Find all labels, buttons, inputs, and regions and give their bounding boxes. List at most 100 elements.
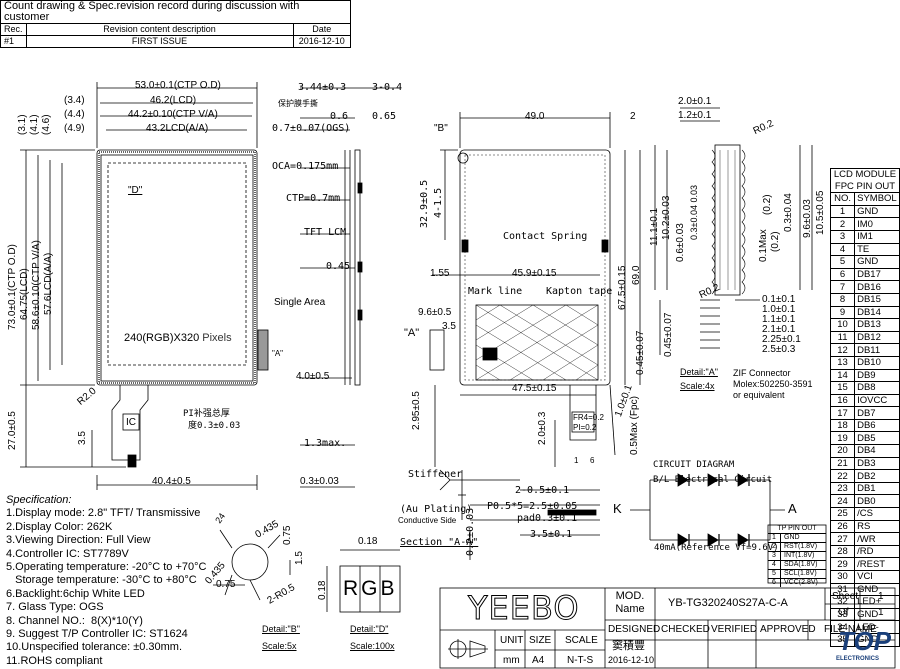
tp-pin-symbol: VCC(2.8V) bbox=[784, 579, 818, 586]
pin-number: 25 bbox=[829, 507, 856, 521]
tp-pin-symbol: RST(1.8V) bbox=[784, 543, 818, 550]
pin-number: 21 bbox=[829, 456, 856, 471]
spec-line: 10.Unspecified tolerance: ±0.30mm. bbox=[6, 641, 183, 654]
spec-line: 8. Channel NO.: 8(X)*10(Y) bbox=[6, 614, 143, 627]
pin-table-title-2: FPC PIN OUT bbox=[830, 180, 900, 194]
tp-pin-number: 6 bbox=[768, 579, 781, 587]
dim-side-0-65: 0.65 bbox=[372, 111, 397, 122]
detail-a-dim-2-5: 2.5±0.3 bbox=[762, 344, 796, 355]
kapton-tape bbox=[475, 304, 599, 381]
fpc-dim-pitch: 2-0.5±0.1 bbox=[515, 485, 570, 496]
pin-number: 17 bbox=[829, 406, 856, 420]
detail-a-scale: Scale:4x bbox=[680, 381, 715, 391]
designed-label: DESIGNED bbox=[608, 624, 661, 635]
file-name-label: FILE NAME bbox=[824, 624, 877, 635]
design-date: 2016-12-10 bbox=[608, 655, 655, 665]
detail-d-dim-height: 0.18 bbox=[317, 580, 328, 600]
pin-symbol: DB9 bbox=[854, 368, 900, 383]
pin-symbol: GND bbox=[854, 632, 900, 647]
hatch-border bbox=[98, 151, 256, 384]
back-fpc bbox=[569, 385, 597, 441]
dim-side-3-0-4: 3-0.4 bbox=[372, 82, 403, 93]
detail-b-label: Detail:"B" bbox=[262, 624, 300, 634]
dim-ctp-od-width: 53.0±0.1(CTP O.D) bbox=[135, 80, 221, 91]
unit-value: mm bbox=[503, 655, 520, 666]
size-value: A4 bbox=[532, 655, 545, 666]
detail-a-dim-11-1: 11.1±0.1 bbox=[649, 207, 660, 246]
watermark-logo: TOP bbox=[838, 626, 891, 656]
tp-pin-symbol: GND bbox=[784, 534, 800, 541]
dim-back-0-45: 0.45±0.07 bbox=[635, 330, 646, 375]
pin-row: 29/REST bbox=[829, 557, 900, 571]
spec-line: 2.Display Color: 262K bbox=[6, 520, 113, 533]
pin-symbol: /RD bbox=[854, 544, 900, 559]
of-label: Of bbox=[838, 607, 849, 618]
dim-back-45-9: 45.9±0.15 bbox=[512, 268, 557, 279]
detail-a-dim-0-1max: 0.1Max bbox=[758, 229, 769, 262]
dim-back-3-5: 3.5 bbox=[442, 321, 456, 332]
pin-symbol: DB12 bbox=[854, 330, 900, 345]
section-aa-label: Section "A-A" bbox=[400, 537, 479, 548]
dim-3-5: 3.5 bbox=[77, 431, 88, 445]
detail-a-label: Detail:"A" bbox=[680, 367, 718, 377]
au-plating-label: (Au Plating) bbox=[400, 504, 473, 515]
pin-symbol: /CS bbox=[854, 507, 900, 521]
pin-symbol: DB16 bbox=[854, 280, 900, 294]
pin-number: 5 bbox=[829, 255, 856, 269]
sheet-value: 1 bbox=[878, 591, 884, 602]
lcd-outline bbox=[100, 154, 254, 382]
zif-connector bbox=[714, 144, 741, 296]
pin-symbol: DB0 bbox=[854, 494, 900, 509]
fpc-pin-6: 6 bbox=[590, 456, 595, 465]
dim-fpc-position: 40.4±0.5 bbox=[152, 476, 191, 487]
pin-symbol: /REST bbox=[854, 557, 900, 571]
tp-pin-number: 2 bbox=[768, 543, 781, 551]
spec-line: 5.Operating temperature: -20°C to +70°C bbox=[6, 561, 207, 574]
dim-ctp-va-height: 58.6±0.10(CTP V/A) bbox=[31, 240, 42, 330]
dim-fpc-length: 27.0±0.5 bbox=[7, 411, 18, 450]
dim-ctp: CTP=0.7mm bbox=[286, 193, 341, 204]
detail-d-label: Detail:"D" bbox=[350, 624, 389, 634]
side-fpc-block bbox=[257, 329, 269, 371]
detail-a-dim-0-6: 0.6±0.03 bbox=[675, 223, 686, 262]
revision-table: Count drawing & Spec.revision record dur… bbox=[0, 0, 352, 48]
dim-oca: OCA=0.175mm bbox=[272, 161, 339, 172]
pin-number: 4 bbox=[829, 242, 856, 257]
mod-name-label: MOD. Name bbox=[615, 590, 645, 615]
dim-4-6: (4.6) bbox=[41, 114, 52, 135]
dim-side-0-3: 0.3±0.03 bbox=[300, 476, 339, 487]
detail-a-dim-9-6: 9.6±0.03 bbox=[802, 199, 813, 238]
pin-symbol: DB17 bbox=[854, 267, 900, 282]
fpc-dim-width: 3.5±0.1 bbox=[530, 529, 573, 540]
dim-tft-lcm: TFT LCM bbox=[304, 227, 347, 238]
dim-3-1: (3.1) bbox=[17, 114, 28, 135]
dim-back-width: 49.0 bbox=[525, 111, 545, 122]
pin-number: 15 bbox=[829, 381, 856, 395]
pin-number: 10 bbox=[829, 318, 856, 332]
pin-symbol: GND bbox=[854, 255, 900, 269]
scale-label: SCALE bbox=[565, 635, 598, 646]
dim-back-2-0: 2.0±0.3 bbox=[537, 411, 548, 445]
pin-symbol: DB13 bbox=[854, 318, 900, 332]
detail-a-dim-2-1: 2.1±0.1 bbox=[762, 324, 796, 335]
circuit-note: 40mA(Reference Vf=9.6V) bbox=[654, 543, 779, 553]
pin-number: 26 bbox=[829, 519, 856, 534]
dim-side-0-45: 0.45 bbox=[326, 261, 351, 272]
tp-pin-symbol: SDA(1.8V) bbox=[784, 561, 818, 568]
pin-number: 9 bbox=[829, 305, 856, 320]
front-fpc bbox=[111, 385, 149, 461]
pin-number: 29 bbox=[829, 557, 856, 571]
dim-back-2-95: 2.95±0.5 bbox=[411, 391, 422, 430]
